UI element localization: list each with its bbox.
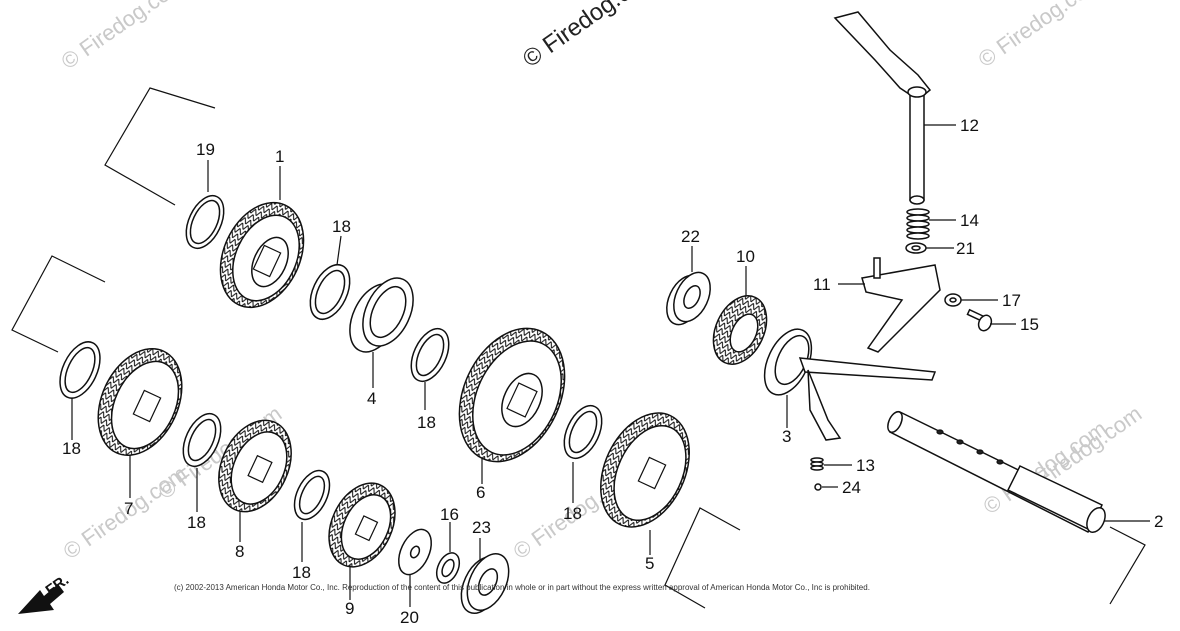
callout-18: 18	[292, 563, 311, 582]
washer-18-mid	[563, 404, 603, 460]
shift-fork-11	[861, 257, 941, 353]
callout-14: 14	[960, 211, 979, 230]
front-arrow-icon	[18, 584, 64, 614]
callouts: 19 1 18 4 18 6 18 5 18 7 18 8 18 9 20 16…	[62, 116, 1163, 627]
callout-21: 21	[956, 239, 975, 258]
callout-1: 1	[275, 147, 284, 166]
callout-6: 6	[476, 483, 485, 502]
gear-5	[600, 412, 690, 528]
callout-11: 11	[813, 275, 831, 294]
collar-16	[435, 552, 461, 584]
spring-14	[906, 208, 930, 240]
callout-22: 22	[681, 227, 700, 246]
callout-15: 15	[1020, 315, 1039, 334]
watermark-top-center: © Firedog.com	[518, 0, 663, 73]
bearing-22	[666, 271, 711, 326]
callout-18: 18	[187, 513, 206, 532]
callout-18: 18	[417, 413, 436, 432]
callout-18: 18	[332, 217, 351, 236]
callout-7: 7	[124, 499, 133, 518]
washer-17	[944, 293, 962, 307]
bearing-23	[460, 553, 510, 614]
washer-20	[398, 528, 432, 576]
washer-18-lower-b	[182, 412, 222, 468]
washer-21	[905, 242, 927, 254]
callout-4: 4	[367, 389, 376, 408]
gear-6	[458, 327, 566, 463]
callout-18: 18	[62, 439, 81, 458]
watermark-top-left: © Firedog.com	[57, 0, 190, 74]
callout-23: 23	[472, 518, 491, 537]
callout-16: 16	[440, 505, 459, 524]
callout-2: 2	[1154, 512, 1163, 531]
shift-arm-12	[833, 11, 932, 205]
gear-9	[328, 482, 396, 568]
shift-drum-3	[763, 328, 937, 441]
washer-19	[185, 194, 225, 250]
callout-20: 20	[400, 608, 419, 627]
callout-13: 13	[856, 456, 875, 475]
callout-24: 24	[842, 478, 861, 497]
bushing-4	[349, 277, 414, 353]
front-direction-indicator: FR.	[18, 571, 72, 614]
spring-13	[810, 457, 824, 471]
gear-8	[218, 419, 292, 513]
washer-18-upper-a	[309, 264, 351, 320]
callout-12: 12	[960, 116, 979, 135]
pin-24	[814, 483, 822, 491]
watermark-top-right: © Firedog.com	[974, 0, 1107, 72]
callout-9: 9	[345, 599, 354, 618]
callout-17: 17	[1002, 291, 1021, 310]
washer-18-lower-c	[293, 469, 331, 521]
callout-8: 8	[235, 542, 244, 561]
callout-19: 19	[196, 140, 215, 159]
leader-lines	[71, 124, 1150, 607]
gear-1	[219, 201, 305, 309]
callout-3: 3	[782, 427, 791, 446]
washer-18-lower-a	[59, 341, 101, 399]
bolt-15	[966, 308, 993, 332]
copyright-notice: (c) 2002-2013 American Honda Motor Co., …	[174, 583, 870, 592]
callout-5: 5	[645, 554, 654, 573]
gear-7	[97, 348, 183, 456]
shift-drum-2	[887, 410, 1106, 534]
bracket-lines	[11, 87, 1146, 609]
gear-10	[712, 295, 768, 365]
washer-18-upper-b	[410, 327, 450, 383]
callout-18: 18	[563, 504, 582, 523]
callout-10: 10	[736, 247, 755, 266]
